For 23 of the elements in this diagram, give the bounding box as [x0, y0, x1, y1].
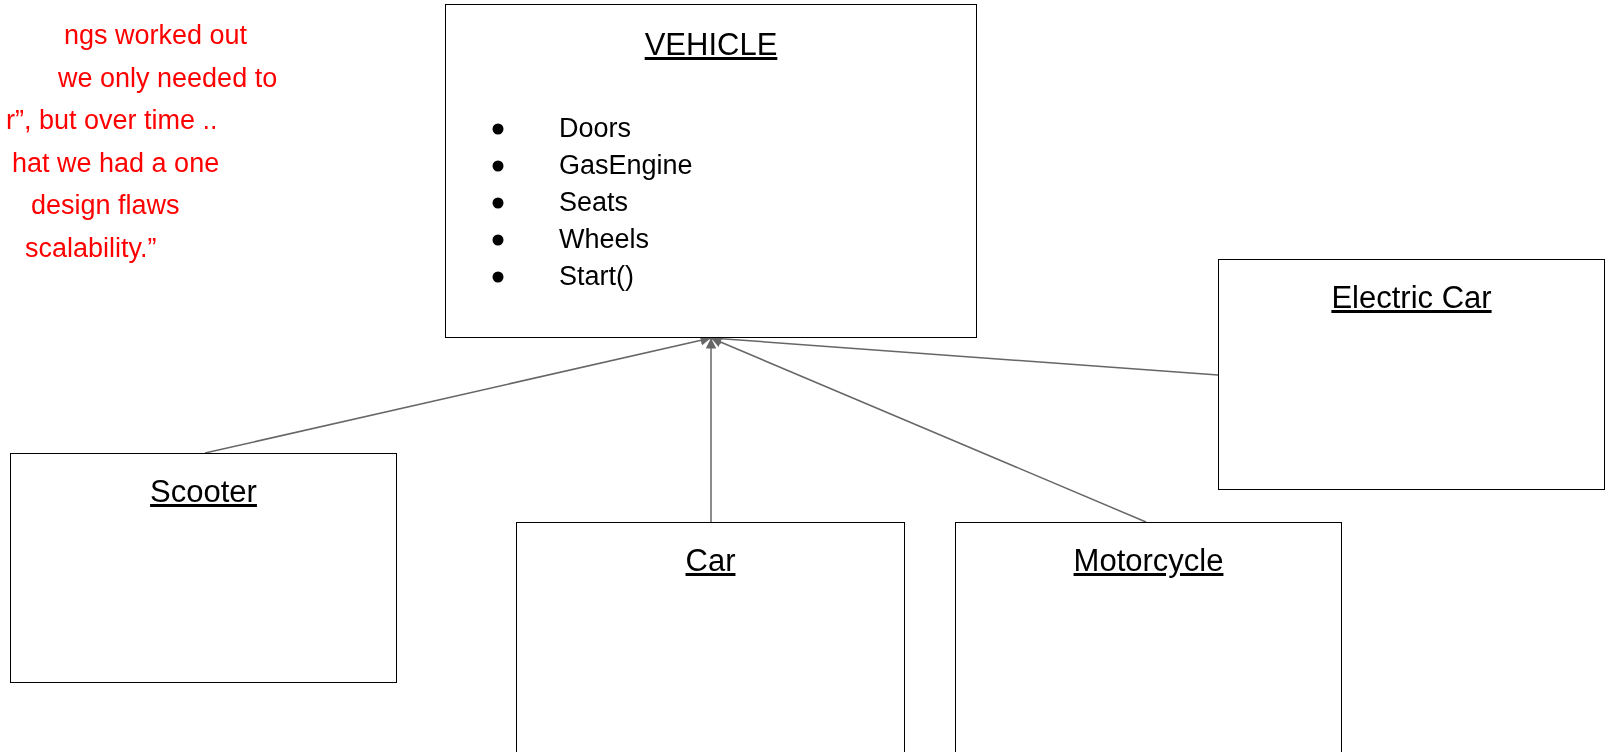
class-box: [10, 453, 397, 683]
attribute-text: GasEngine: [559, 150, 693, 181]
attribute-text: Wheels: [559, 224, 650, 255]
note-text: design flaws: [31, 190, 180, 221]
class-name: Car: [684, 543, 737, 579]
attribute-text: Doors: [559, 113, 632, 144]
note-text: scalability.”: [25, 232, 157, 264]
note-text: ngs worked out: [64, 20, 248, 51]
class-box: [516, 522, 905, 752]
arrow: [710, 337, 1147, 523]
class-name: Electric Car: [1330, 280, 1493, 316]
note-text: hat we had a one: [12, 147, 220, 179]
class-box: [445, 4, 977, 338]
arrow: [705, 337, 717, 523]
class-name: Scooter: [149, 474, 258, 510]
class-box: [1218, 259, 1605, 490]
note-text: we only needed to: [58, 62, 278, 94]
class-name: VEHICLE: [643, 27, 779, 63]
class-box: [955, 522, 1342, 752]
attribute-text: Seats: [559, 187, 629, 218]
note-text: r”, but over time ..: [6, 105, 218, 136]
attribute-text: Start(): [559, 261, 634, 292]
class-name: Motorcycle: [1072, 543, 1225, 579]
